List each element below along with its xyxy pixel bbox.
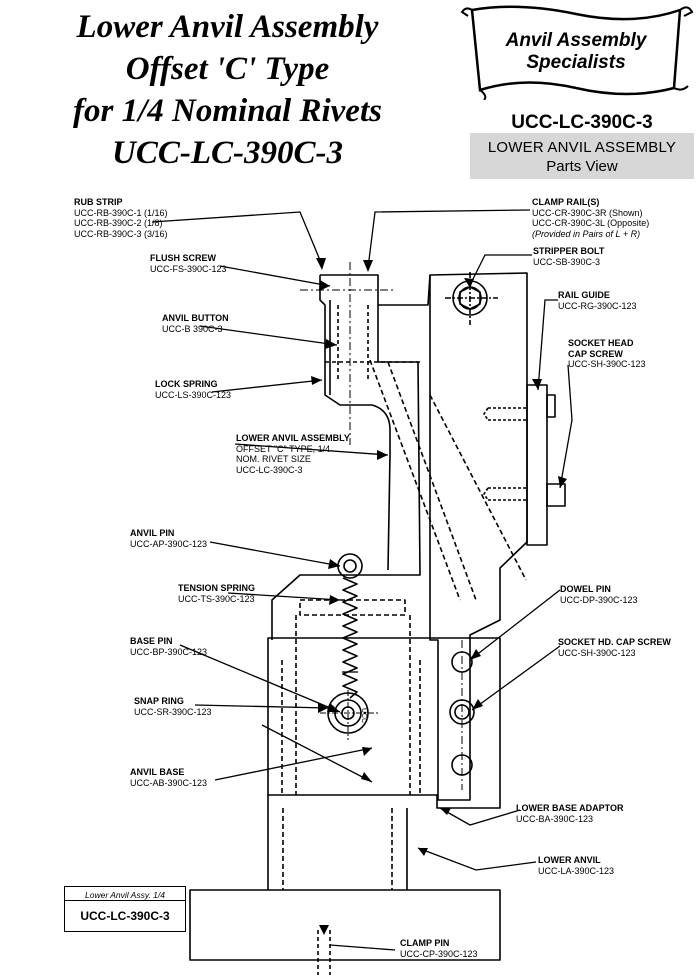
anvil-button-name: ANVIL BUTTON [162,313,229,323]
clamp-pin-name: CLAMP PIN [400,938,450,948]
rail-guide-code: UCC-RG-390C-123 [558,300,637,311]
anvil-button-code: UCC-B 390C-3 [162,323,223,334]
part-number: UCC-LC-390C-3 [511,112,653,133]
rub-strip-code-1: UCC-RB-390C-1 (1/16) [74,207,168,218]
label-anvil-base: ANVIL BASE UCC-AB-390C-123 [130,767,207,788]
title-block-caption: Lower Anvil Assy. 1/4 [65,887,185,901]
clamp-rails-code-1: UCC-CR-390C-3R (Shown) [532,207,643,218]
label-rail-guide: RAIL GUIDE UCC-RG-390C-123 [558,290,637,311]
rail-guide-name: RAIL GUIDE [558,290,610,300]
view-box-title: LOWER ANVIL ASSEMBLY [487,139,677,156]
clamp-pin-code: UCC-CP-390C-123 [400,948,478,959]
snap-ring-code: UCC-SR-390C-123 [134,706,212,717]
lower-base-adaptor-name: LOWER BASE ADAPTOR [516,803,624,813]
label-socket-head-cap-screw: SOCKET HEAD CAP SCREW UCC-SH-390C-123 [568,338,646,370]
label-clamp-pin: CLAMP PIN UCC-CP-390C-123 [400,938,478,959]
anvil-pin-code: UCC-AP-390C-123 [130,538,208,549]
rub-strip-code-2: UCC-RB-390C-2 (1/8) [74,218,163,228]
base-pin-name: BASE PIN [130,636,173,646]
rub-strip-name: RUB STRIP [74,197,123,207]
stripper-bolt-name: STRIPPER BOLT [533,246,605,256]
dowel-pin-code: UCC-DP-390C-123 [560,594,638,605]
clamp-rail-outline [429,272,528,801]
title-block-part: UCC-LC-390C-3 [80,909,170,923]
socket-hd-code: UCC-SH-390C-123 [558,647,636,658]
label-lower-anvil-assembly: LOWER ANVIL ASSEMBLY OFFSET "C" TYPE, 1/… [236,433,350,475]
title-line-4: UCC-LC-390C-3 [112,135,343,171]
label-anvil-button: ANVIL BUTTON UCC-B 390C-3 [162,313,229,334]
lock-spring-name: LOCK SPRING [155,379,218,389]
socket-head-name-1: SOCKET HEAD [568,338,634,348]
socket-hd-name: SOCKET HD. CAP SCREW [558,637,671,647]
anvil-base-flange [189,889,501,961]
anvil-base-code: UCC-AB-390C-123 [130,777,208,788]
stripper-bolt-code: UCC-SB-390C-3 [533,256,601,267]
anvil-base-name: ANVIL BASE [130,767,185,777]
banner-line-2: Specialists [526,52,626,73]
lower-base-adaptor-code: UCC-BA-390C-123 [516,813,594,824]
clamp-rail-notch [378,274,431,306]
label-socket-hd-cap-screw: SOCKET HD. CAP SCREW UCC-SH-390C-123 [558,637,671,658]
socket-head-code: UCC-SH-390C-123 [568,359,646,369]
label-rub-strip: RUB STRIP UCC-RB-390C-1 (1/16) UCC-RB-39… [74,197,168,239]
tension-spring-code: UCC-TS-390C-123 [178,593,255,604]
drawing-title: Lower Anvil Assembly Offset 'C' Type for… [0,6,455,174]
label-flush-screw: FLUSH SCREW UCC-FS-390C-123 [150,253,227,274]
label-anvil-pin: ANVIL PIN UCC-AP-390C-123 [130,528,207,549]
flush-screw-name: FLUSH SCREW [150,253,216,263]
label-stripper-bolt: STRIPPER BOLT UCC-SB-390C-3 [533,246,604,267]
lock-spring-code: UCC-LS-390C-123 [155,389,232,400]
banner-text: Anvil Assembly Specialists [472,30,680,74]
anvil-base-stem [267,795,408,890]
socket-head-name-2: CAP SCREW [568,348,623,359]
title-line-2: Offset 'C' Type [125,51,330,87]
banner-line-1: Anvil Assembly [505,30,647,51]
anvil-pin-name: ANVIL PIN [130,528,175,538]
view-box-subtitle: Parts View [546,158,618,175]
snap-ring-name: SNAP RING [134,696,184,706]
flush-screw-code: UCC-FS-390C-123 [150,263,227,274]
banner-scroll-logo [460,5,694,100]
label-dowel-pin: DOWEL PIN UCC-DP-390C-123 [560,584,638,605]
title-block: Lower Anvil Assy. 1/4 UCC-LC-390C-3 [64,886,186,932]
dowel-pin-name: DOWEL PIN [560,584,611,594]
clamp-rails-name: CLAMP RAIL(S) [532,197,600,207]
label-lower-anvil: LOWER ANVIL UCC-LA-390C-123 [538,855,614,876]
label-lower-base-adaptor: LOWER BASE ADAPTOR UCC-BA-390C-123 [516,803,624,824]
lower-anvil-code: UCC-LA-390C-123 [538,865,615,876]
label-clamp-rails: CLAMP RAIL(S) UCC-CR-390C-3R (Shown) UCC… [532,197,649,239]
tension-spring-name: TENSION SPRING [178,583,256,593]
rub-strip-code-3: UCC-RB-390C-3 (3/16) [74,228,168,239]
base-pin-code: UCC-BP-390C-123 [130,646,208,657]
view-box: LOWER ANVIL ASSEMBLY Parts View [470,133,694,179]
rail-guide-shape [526,384,548,546]
title-line-1: Lower Anvil Assembly [76,9,379,45]
label-snap-ring: SNAP RING UCC-SR-390C-123 [134,696,212,717]
lower-anvil-assembly-line-2: NOM. RIVET SIZE [236,454,311,464]
lower-anvil-assembly-name: LOWER ANVIL ASSEMBLY [236,433,350,443]
label-lock-spring: LOCK SPRING UCC-LS-390C-123 [155,379,231,400]
clamp-rails-code-2: UCC-CR-390C-3L (Opposite) [532,218,650,228]
label-base-pin: BASE PIN UCC-BP-390C-123 [130,636,207,657]
clamp-rails-note: (Provided in Pairs of L + R) [532,228,641,239]
lower-anvil-assembly-line-3: UCC-LC-390C-3 [236,464,303,475]
label-tension-spring: TENSION SPRING UCC-TS-390C-123 [178,583,255,604]
title-line-3: for 1/4 Nominal Rivets [73,93,382,129]
lower-anvil-name: LOWER ANVIL [538,855,601,865]
base-pin-mark: UCC [360,708,367,723]
lower-anvil-assembly-line-1: OFFSET "C" TYPE, 1/4 [236,443,331,454]
